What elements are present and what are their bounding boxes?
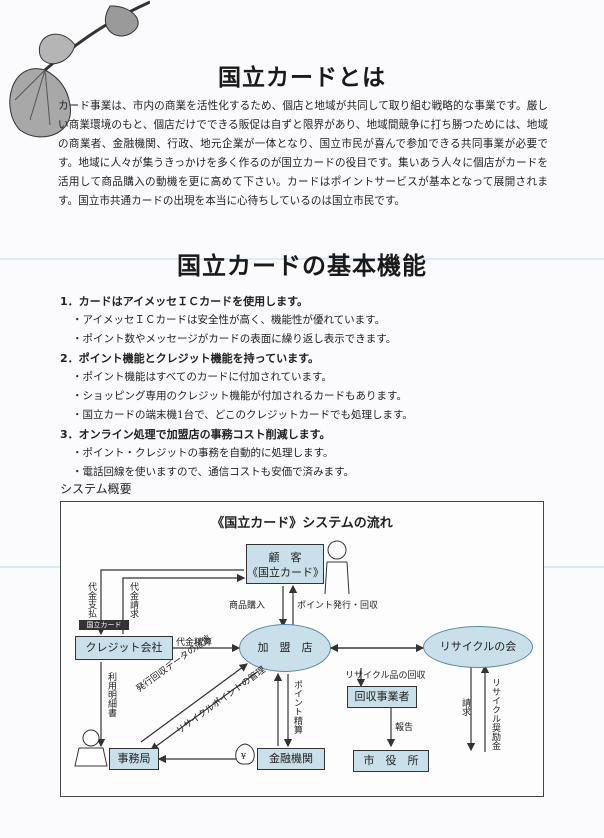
svg-text:¥: ¥ bbox=[240, 752, 247, 761]
city-hall-node: 市 役 所 bbox=[353, 750, 429, 772]
feature-item: ・ショッピング専用のクレジット機能が付加されるカードもあります。 bbox=[72, 390, 407, 402]
label-settlement: 代金精算 bbox=[176, 638, 213, 648]
credit-company-node: クレジット会社 bbox=[75, 636, 173, 660]
feature-item: ・ポイント機能はすべてのカードに付加されています。 bbox=[72, 371, 332, 383]
feature-section: 2．ポイント機能とクレジット機能を持っています。 ・ポイント機能はすべてのカード… bbox=[60, 349, 540, 425]
flow-arrows: ¥ bbox=[74, 540, 490, 767]
label-usage-statement: 利用明細書 bbox=[106, 672, 116, 717]
customer-node: 顧 客 《国立カード》 bbox=[246, 544, 324, 584]
collector-node: 回収事業者 bbox=[347, 686, 417, 708]
feature-item: ・アイメッセＩＣカードは安全性が高く、機能性が優れています。 bbox=[72, 314, 386, 326]
customer-card-label: 《国立カード》 bbox=[247, 566, 324, 579]
feature-item: ・ポイント・クレジットの事務を自動的に処理します。 bbox=[72, 447, 334, 459]
fold-line bbox=[0, 258, 604, 260]
feature-section: 1．カードはアイメッセＩＣカードを使用します。 ・アイメッセＩＣカードは安全性が… bbox=[60, 292, 540, 349]
label-subsidy: リサイクル奨励金 bbox=[490, 678, 500, 750]
office-node: 事務局 bbox=[109, 748, 159, 770]
money-bag-icon: ¥ bbox=[235, 743, 255, 765]
recycle-group-node: リサイクルの会 bbox=[423, 626, 533, 668]
member-store-node: 加 盟 店 bbox=[239, 624, 331, 672]
label-report: 報告 bbox=[395, 723, 414, 733]
features-title: 国立カードの基本機能 bbox=[177, 252, 427, 280]
office-worker-icon bbox=[74, 729, 108, 767]
bank-node: 金融機関 bbox=[257, 748, 325, 770]
customer-figure-icon bbox=[324, 540, 350, 595]
ginkgo-leaf-icon bbox=[9, 0, 150, 138]
label-point-settle: ポイント精算 bbox=[292, 680, 302, 734]
label-recycle-collect: リサイクル品の回収 bbox=[345, 671, 426, 681]
customer-label: 顧 客 bbox=[268, 551, 302, 564]
diagram-title: 《国立カード》システムの流れ bbox=[211, 516, 393, 531]
card-tag: 国立カード bbox=[79, 620, 129, 630]
feature-section: 3．オンライン処理で加盟店の事務コスト削減します。 ・ポイント・クレジットの事務… bbox=[60, 425, 540, 482]
label-pay: 代金支払 bbox=[86, 582, 96, 618]
feature-item: ・ポイント数やメッセージがカードの表面に繰り返し表示できます。 bbox=[72, 333, 397, 345]
system-overview-label: システム概要 bbox=[60, 482, 132, 496]
page-title: 国立カードとは bbox=[218, 65, 386, 91]
label-purchase: 商品購入 bbox=[229, 601, 266, 611]
feature-item: ・国立カードの端末機1台で、どこのクレジットカードでも処理します。 bbox=[72, 409, 413, 421]
label-bill: 代金請求 bbox=[128, 582, 138, 618]
feature-heading: 3．オンライン処理で加盟店の事務コスト削減します。 bbox=[60, 428, 331, 441]
label-request: 請求 bbox=[460, 698, 470, 716]
feature-item: ・電話回線を使いますので、通信コストも安価で済みます。 bbox=[72, 466, 355, 478]
feature-heading: 2．ポイント機能とクレジット機能を持っています。 bbox=[60, 352, 320, 365]
system-flow-diagram: 《国立カード》システムの流れ bbox=[60, 501, 544, 797]
label-points-issue: ポイント発行・回収 bbox=[297, 601, 379, 611]
features-list: 1．カードはアイメッセＩＣカードを使用します。 ・アイメッセＩＣカードは安全性が… bbox=[60, 292, 540, 482]
feature-heading: 1．カードはアイメッセＩＣカードを使用します。 bbox=[60, 295, 309, 308]
intro-paragraph: カード事業は、市内の商業を活性化するため、個店と地域が共同して取り組む戦略的な事… bbox=[58, 100, 548, 207]
